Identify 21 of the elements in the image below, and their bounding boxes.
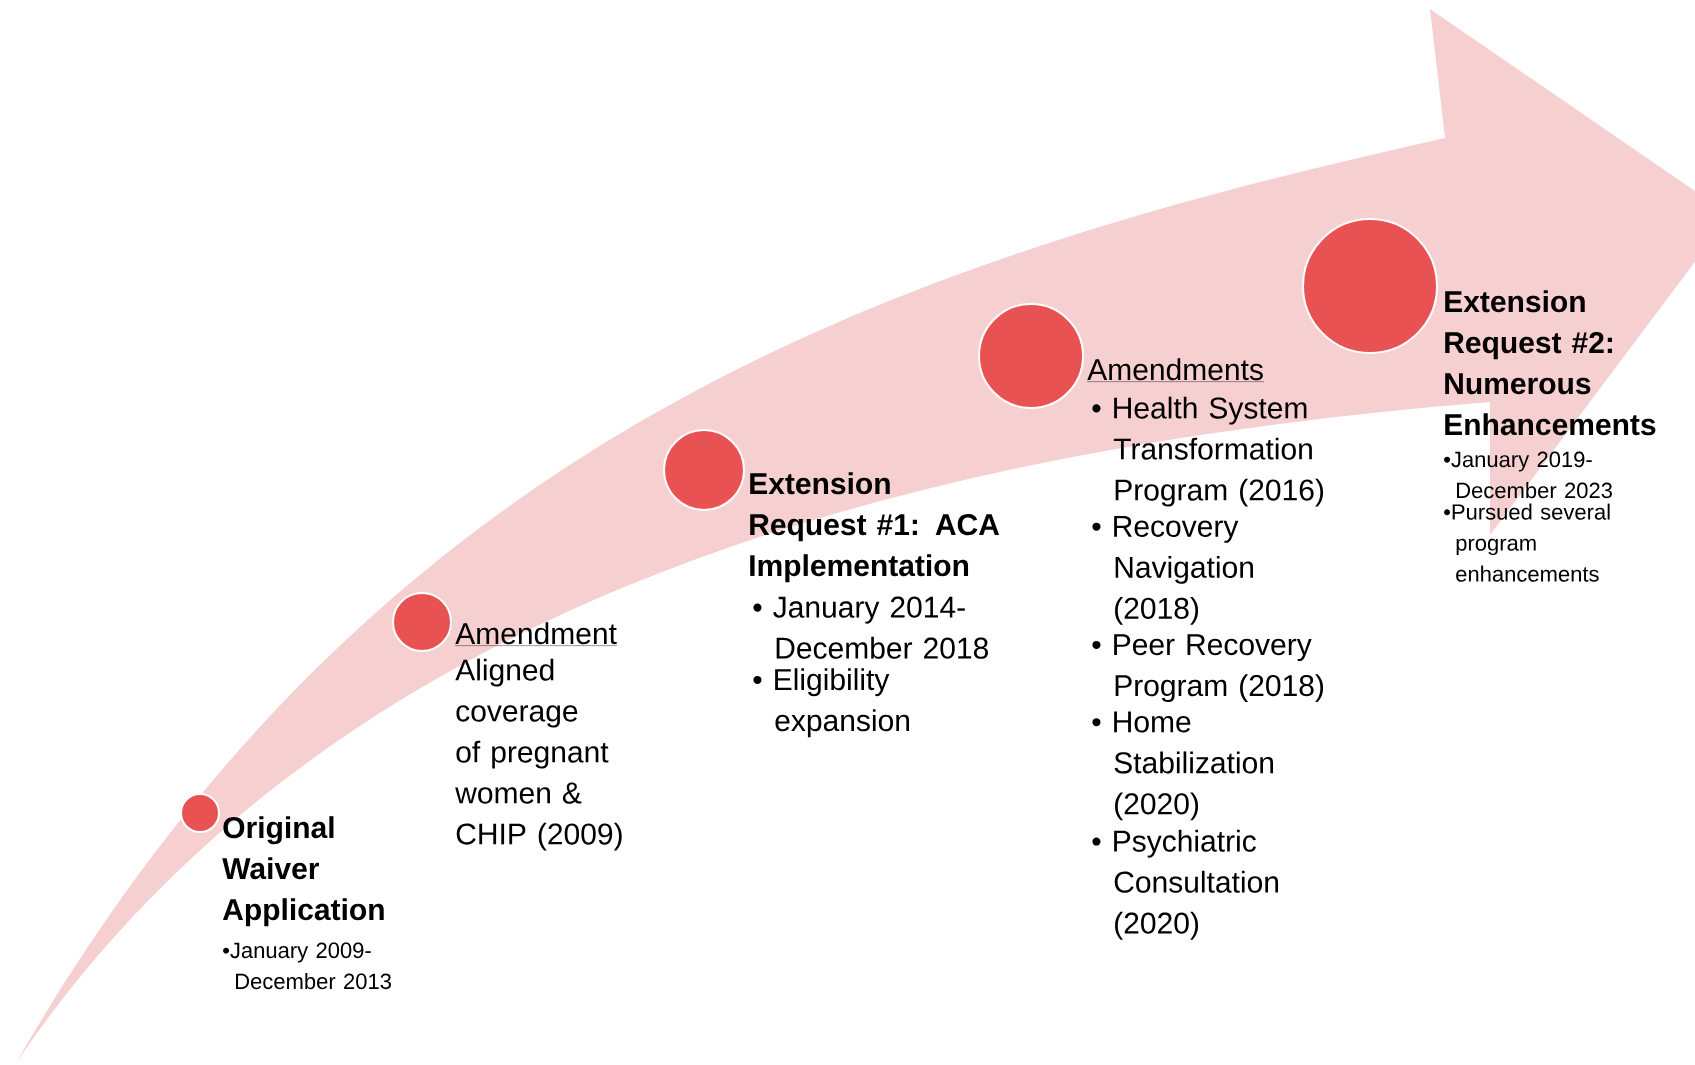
milestone-heading: Extension Request #1: ACA Implementation — [750, 472, 1000, 583]
bullet-item: •January 2019-December 2023 — [1444, 451, 1612, 499]
bullet-item: • Eligibility expansion — [753, 668, 909, 738]
milestone-heading: Extension Request #2: Numerous Enhancements — [1445, 290, 1656, 436]
milestone-circle — [1302, 218, 1438, 354]
bullet-item: • Peer Recovery Program (2018) — [1092, 634, 1324, 703]
description-text: Aligned coverage of pregnant women & CHIP (2009) — [455, 658, 622, 851]
bullet-item: • Recovery Navigation (2018) — [1092, 516, 1253, 625]
milestone-heading: Original Waiver Application — [222, 816, 384, 927]
bullet-item: • January 2014-December 2018 — [753, 596, 988, 659]
milestone-circle — [978, 303, 1084, 409]
milestone-heading: Amendments — [1087, 358, 1265, 382]
bullet-item: • Health System Transformation Program (2016) — [1092, 396, 1324, 507]
bullet-item: • Psychiatric Consultation (2020) — [1092, 829, 1278, 940]
milestone-circle — [180, 793, 220, 833]
milestone-circle — [663, 429, 745, 511]
bullet-item: •January 2009-December 2013 — [223, 942, 391, 990]
milestone-heading: Amendment — [455, 622, 618, 646]
bullet-item: • Home Stabilization (2020) — [1092, 711, 1273, 821]
milestone-circle — [392, 592, 452, 652]
bullet-item: •Pursued several program enhancements — [1444, 503, 1610, 582]
